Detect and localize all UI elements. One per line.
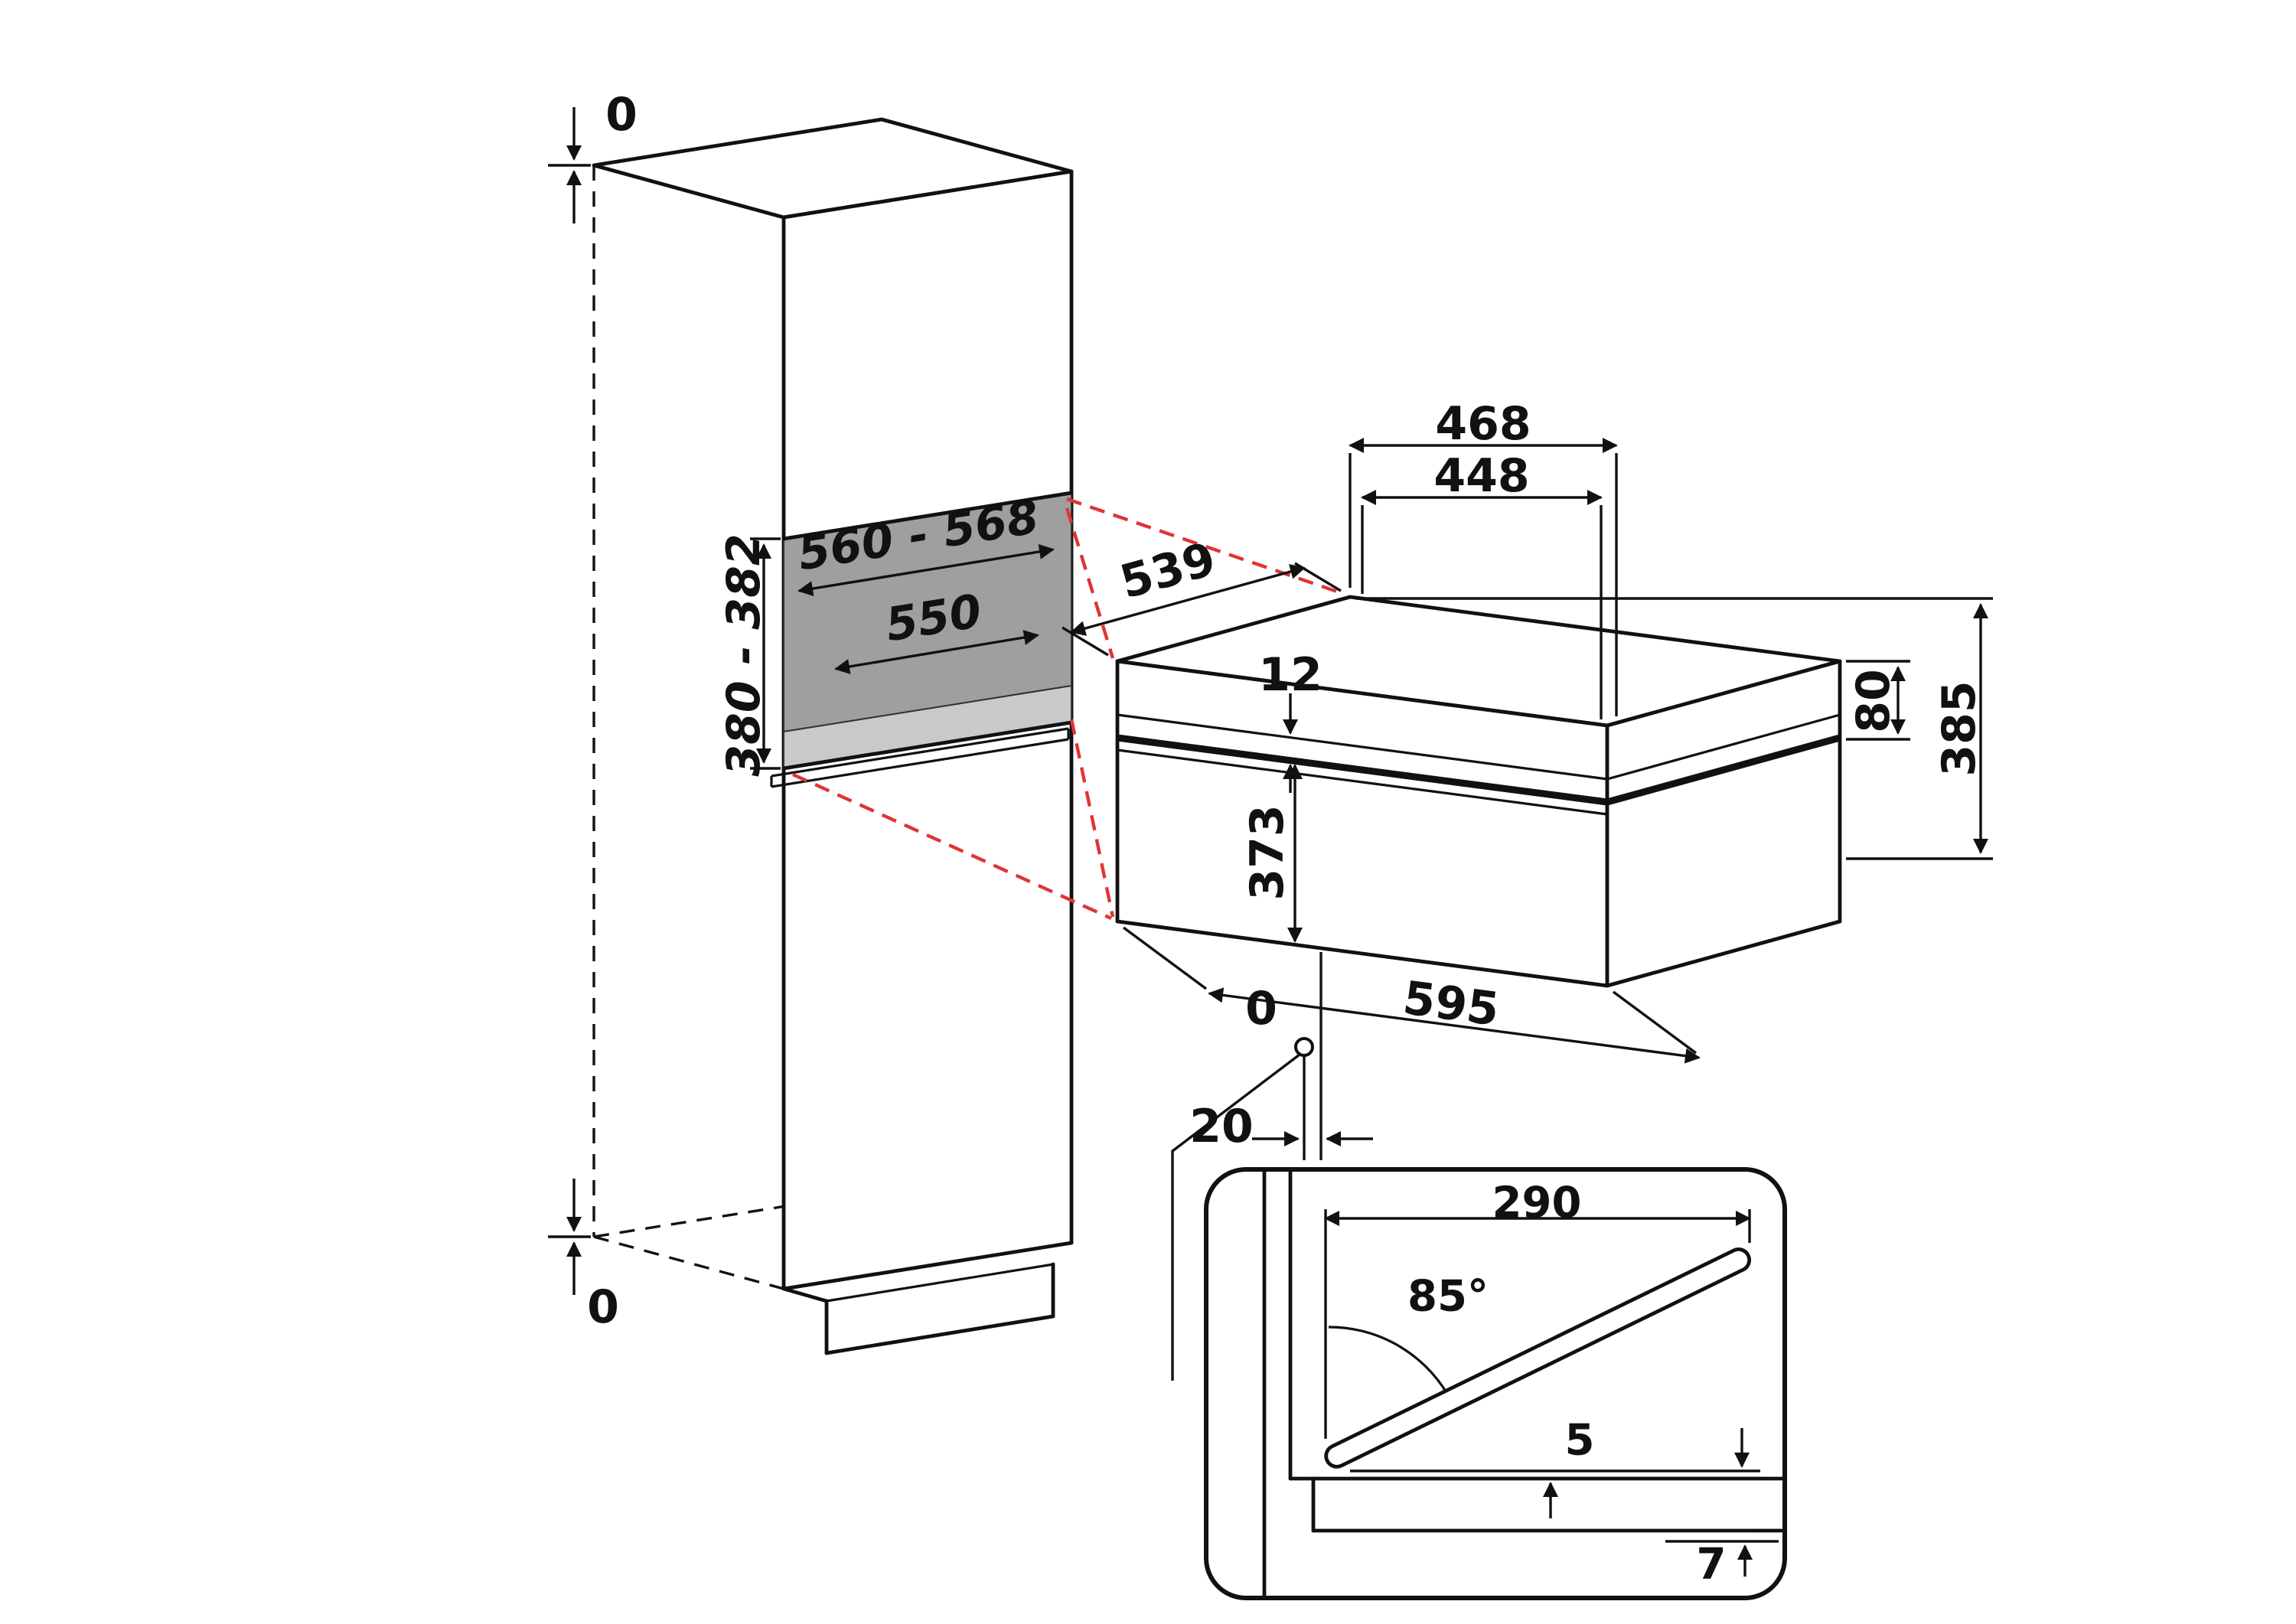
- dim-edge-gap: 7: [1665, 1540, 1779, 1590]
- dim-panel-height: 80: [1846, 660, 1910, 741]
- cabinet-hidden-bottom-edge: [593, 1235, 784, 1290]
- appliance: 539 468 448 12 373: [1062, 397, 1993, 1381]
- niche-shelf-lip: [770, 727, 1070, 788]
- niche-bottom-edge: [781, 720, 1074, 771]
- dim-label-depth-overall: 468: [1435, 397, 1531, 451]
- dim-label-bottom-clearance: 0: [587, 1280, 619, 1334]
- niche-top-edge: [781, 491, 1074, 541]
- detail-marker-circle: [1294, 1037, 1314, 1057]
- dim-front-flush: 0 20: [1189, 952, 1373, 1160]
- dim-open-door-depth: 290: [1324, 1179, 1751, 1439]
- cabinet: 0 0 560 - 568 550 380 - 382: [548, 88, 1074, 1355]
- dim-label-width: 595: [1400, 971, 1502, 1037]
- door-detail-inset: 85° 290 5 7: [1204, 1167, 1787, 1600]
- appliance-right-face: [1605, 659, 1842, 988]
- dim-label-edge-gap: 7: [1697, 1540, 1727, 1590]
- dim-label-panel-height: 80: [1847, 669, 1900, 733]
- detail-leader-line: [1171, 1053, 1301, 1381]
- dim-label-front-protrusion: 20: [1189, 1100, 1254, 1153]
- cabinet-plinth: [781, 1262, 1055, 1355]
- dim-door-floor-gap: 5: [1350, 1416, 1760, 1518]
- dim-depth-overall: 468: [1349, 397, 1618, 716]
- dim-label-depth-body: 448: [1433, 449, 1529, 503]
- dim-label-open-angle: 85°: [1407, 1272, 1489, 1322]
- dim-label-total-height: 385: [1932, 680, 1986, 776]
- dim-total-height: 385: [1356, 597, 1993, 860]
- dim-depth-body: 448: [1361, 449, 1603, 719]
- dim-label-top-gap: 12: [1258, 648, 1322, 702]
- dim-door-height: 373: [1241, 764, 1303, 943]
- dim-niche-height: 380 - 382: [717, 533, 781, 777]
- dim-label-door-floor-gap: 5: [1565, 1416, 1595, 1466]
- open-door: [1324, 1247, 1752, 1469]
- dim-top-clearance: 0: [548, 88, 638, 223]
- dim-label-door-height: 373: [1241, 804, 1294, 900]
- dim-label-front-flush: 0: [1245, 982, 1277, 1035]
- dim-label-top-clearance: 0: [605, 88, 638, 142]
- dim-bottom-clearance: 0: [548, 1179, 619, 1334]
- door-angle-arc: [1328, 1326, 1454, 1404]
- dim-label-niche-height: 380 - 382: [717, 533, 771, 776]
- dim-width: 595: [1122, 926, 1701, 1064]
- appliance-door-lines: [1117, 713, 1841, 816]
- dim-label-side-depth: 539: [1114, 533, 1221, 610]
- dim-label-open-door-depth: 290: [1492, 1179, 1582, 1228]
- dim-top-gap: 12: [1258, 648, 1322, 793]
